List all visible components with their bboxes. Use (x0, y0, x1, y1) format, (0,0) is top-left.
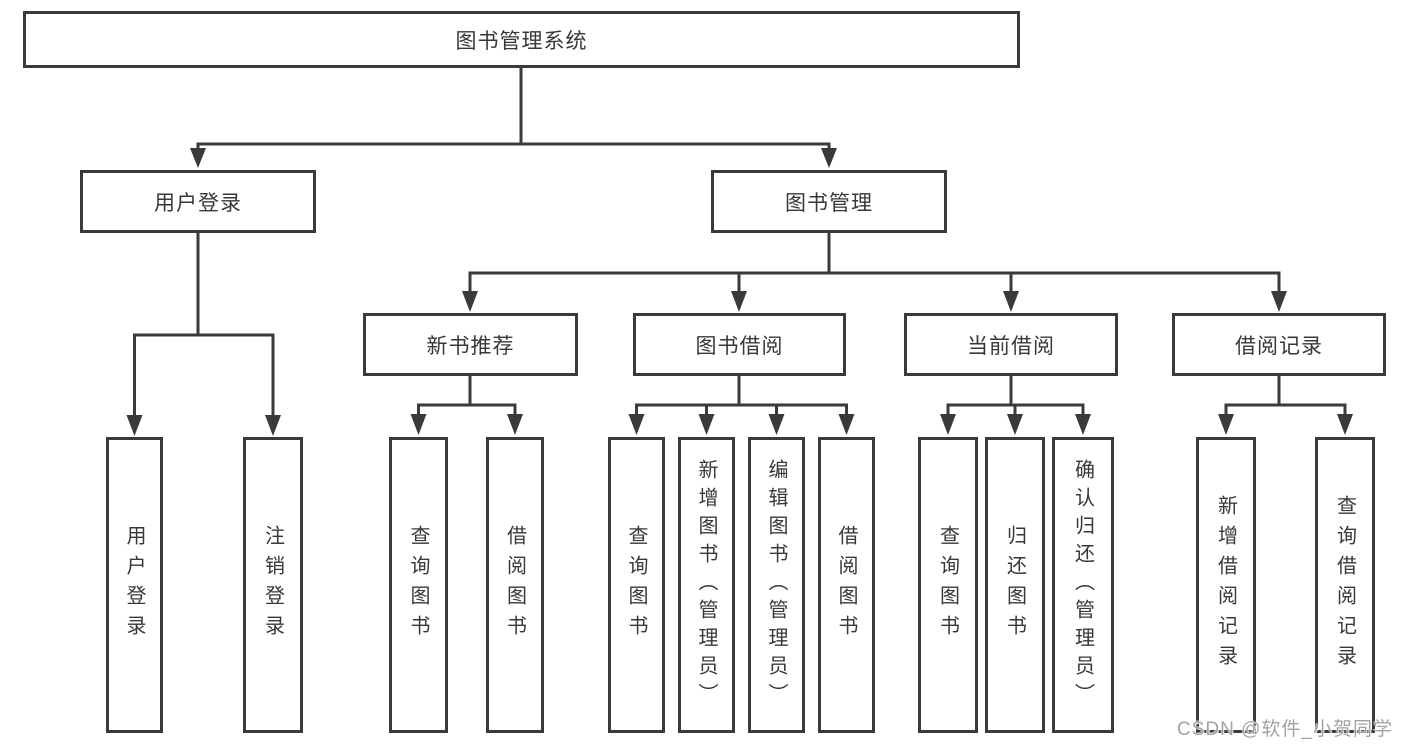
arrow-down-icon (1218, 414, 1234, 435)
node-label: 用户登录 (123, 525, 145, 645)
arrow-down-icon (821, 148, 837, 168)
node-book-borrow: 图书借阅 (633, 313, 846, 376)
node-user-login: 用户登录 (80, 170, 316, 233)
arrow-down-icon (410, 414, 427, 435)
node-book-management: 图书管理 (711, 170, 947, 233)
node-borrow-records: 借阅记录 (1172, 313, 1386, 376)
arrow-down-icon (731, 291, 747, 312)
node-label: 借阅图书 (835, 525, 857, 645)
arrow-down-icon (1003, 291, 1019, 312)
arrow-down-icon (768, 414, 785, 435)
leaf-add-book-admin: 新增图书（管理员） (678, 437, 735, 733)
node-label: 新书推荐 (426, 334, 515, 358)
leaf-confirm-return-admin: 确认归还（管理员） (1052, 437, 1114, 733)
connector-new-book-children (410, 374, 523, 435)
node-label: 新增借阅记录 (1214, 495, 1237, 675)
arrow-down-icon (940, 414, 956, 435)
leaf-edit-book-admin: 编辑图书（管理员） (748, 437, 805, 733)
arrow-down-icon (838, 414, 855, 435)
connector-borrow-records-children (1218, 374, 1353, 435)
node-label: 编辑图书（管理员） (765, 459, 787, 711)
node-label: 当前借阅 (967, 334, 1055, 358)
connector-book-borrow-children (628, 374, 855, 435)
leaf-user-login: 用户登录 (106, 437, 163, 733)
leaf-query-borrow-record: 查询借阅记录 (1315, 437, 1375, 733)
leaf-borrow-books: 借阅图书 (818, 437, 875, 733)
arrow-down-icon (1337, 414, 1353, 435)
node-label: 图书管理系统 (455, 29, 588, 53)
node-label: 注销登录 (261, 525, 284, 645)
arrow-down-icon (190, 148, 206, 168)
arrow-down-icon (507, 414, 523, 435)
leaf-add-borrow-record: 新增借阅记录 (1196, 437, 1256, 733)
arrow-down-icon (1271, 291, 1287, 312)
node-new-book-recommend: 新书推荐 (363, 313, 578, 376)
leaf-query-books-current: 查询图书 (918, 437, 978, 733)
node-current-borrow: 当前借阅 (904, 313, 1118, 376)
node-label: 图书借阅 (695, 334, 784, 358)
arrow-down-icon (698, 414, 715, 435)
connector-book-management-to-level3 (462, 231, 1287, 312)
arrow-down-icon (628, 414, 645, 435)
arrow-down-icon (462, 291, 478, 312)
leaf-query-books-borrow: 查询图书 (608, 437, 665, 733)
node-label: 用户登录 (154, 191, 242, 215)
connector-root-to-level2 (190, 66, 837, 168)
node-root: 图书管理系统 (23, 11, 1020, 68)
leaf-borrow-books-recommend: 借阅图书 (486, 437, 544, 733)
node-label: 借阅图书 (503, 525, 526, 645)
node-label: 图书管理 (785, 191, 873, 215)
node-label: 查询图书 (407, 525, 429, 645)
leaf-return-books: 归还图书 (985, 437, 1045, 733)
arrow-down-icon (1075, 414, 1091, 435)
node-label: 新增图书（管理员） (695, 459, 717, 711)
leaf-query-books-recommend: 查询图书 (389, 437, 448, 733)
node-label: 查询图书 (625, 525, 647, 645)
watermark: CSDN @软件_小贺同学 (1177, 719, 1393, 740)
node-label: 查询图书 (936, 525, 959, 645)
node-label: 归还图书 (1003, 525, 1026, 645)
arrow-down-icon (126, 415, 143, 436)
node-label: 查询借阅记录 (1333, 495, 1356, 675)
connector-user-login-children (126, 231, 281, 436)
node-label: 确认归还（管理员） (1071, 459, 1094, 711)
connector-current-borrow-children (940, 374, 1091, 435)
arrow-down-icon (265, 415, 281, 436)
arrow-down-icon (1007, 414, 1023, 435)
leaf-logout: 注销登录 (243, 437, 303, 733)
node-label: 借阅记录 (1235, 334, 1323, 358)
